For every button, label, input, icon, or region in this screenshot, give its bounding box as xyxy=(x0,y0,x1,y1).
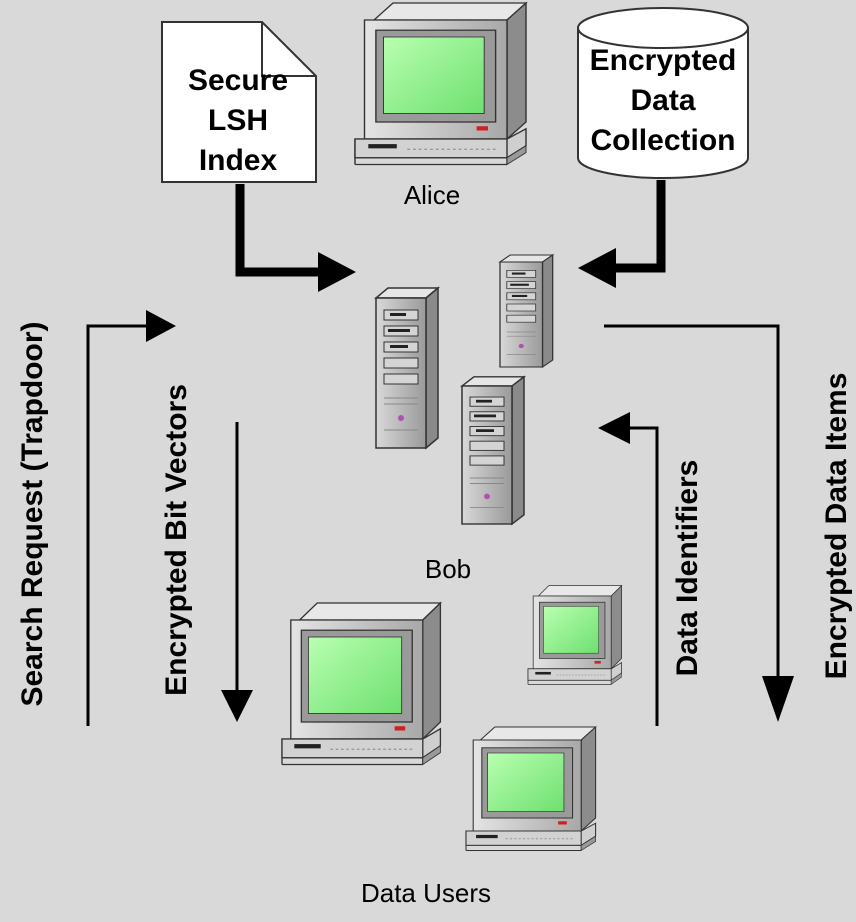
encrypted-data-items-label: Encrypted Data Items xyxy=(820,373,853,680)
collection-label-line3: Collection xyxy=(590,124,735,157)
arrow-bit-vectors xyxy=(221,422,253,722)
search-request-label: Search Request (Trapdoor) xyxy=(16,321,49,706)
data-identifiers-label: Data Identifiers xyxy=(671,460,704,677)
alice-label: Alice xyxy=(404,180,460,210)
index-label-line1: Secure xyxy=(188,64,288,97)
secure-lsh-index-document: Secure LSH Index xyxy=(161,21,317,183)
data-users-label: Data Users xyxy=(361,878,491,908)
collection-label-line1: Encrypted xyxy=(590,44,737,77)
user-computer-medium-icon xyxy=(465,726,597,852)
encrypted-data-collection-cylinder: Encrypted Data Collection xyxy=(577,7,749,179)
index-label-line3: Index xyxy=(199,144,278,177)
arrow-encrypted-data-items xyxy=(604,324,794,722)
bit-vectors-label: Encrypted Bit Vectors xyxy=(160,384,193,696)
bob-label: Bob xyxy=(425,554,471,584)
user-computer-large-icon xyxy=(281,602,442,766)
data-users-computers-icon xyxy=(281,585,622,852)
arrow-index-to-bob xyxy=(235,184,356,292)
server-tower-left-icon xyxy=(375,287,439,449)
arrow-search-request xyxy=(86,310,176,726)
arrow-data-identifiers xyxy=(598,412,659,726)
server-tower-front-icon xyxy=(461,376,525,525)
arrow-collection-to-bob xyxy=(578,180,666,288)
index-label-line2: LSH xyxy=(208,104,268,137)
collection-label-line2: Data xyxy=(630,84,695,117)
user-computer-small-icon xyxy=(527,585,622,685)
alice-computer-icon xyxy=(354,2,527,166)
server-tower-small-icon xyxy=(499,254,554,368)
bob-server-cluster-icon xyxy=(375,254,554,525)
